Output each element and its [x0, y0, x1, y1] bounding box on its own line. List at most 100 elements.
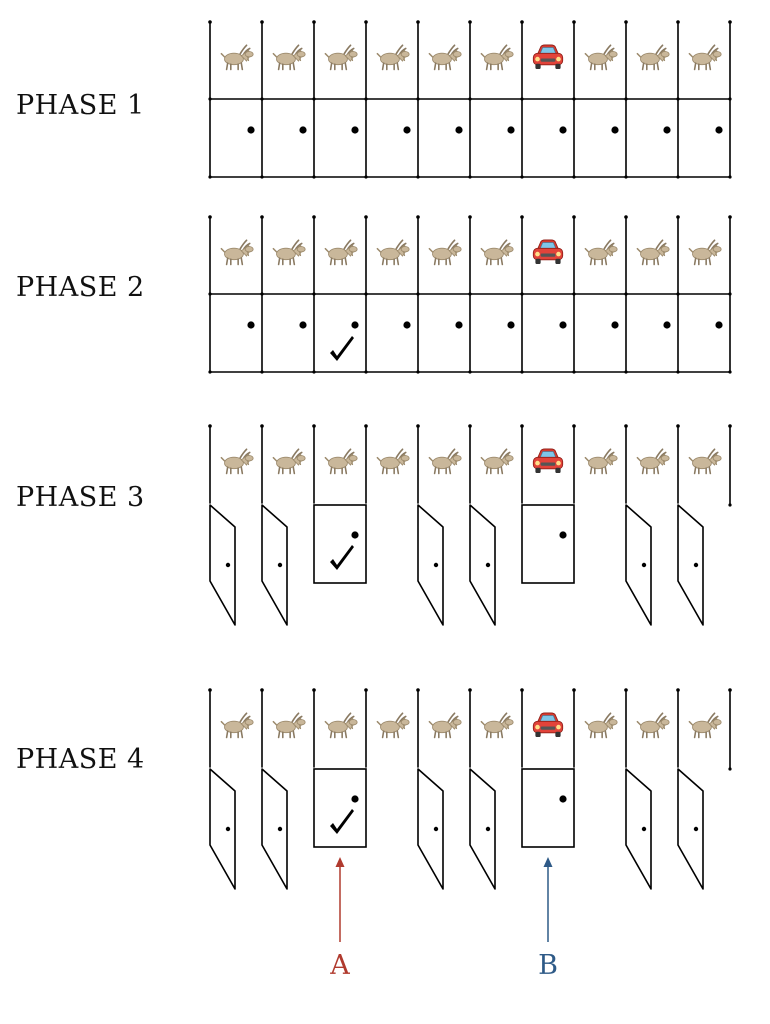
divider-dot	[260, 215, 264, 219]
door-knob-icon	[225, 562, 231, 568]
goat-icon	[584, 239, 619, 266]
door-corner	[572, 175, 576, 179]
door-knob-icon	[455, 321, 463, 329]
door-knob-icon	[559, 126, 567, 134]
door-knob-icon	[403, 126, 411, 134]
divider-dot	[312, 688, 316, 692]
door-knob-icon	[611, 126, 619, 134]
goat-icon	[220, 712, 255, 739]
phase-label: PHASE 1	[16, 90, 145, 121]
arrow-label-a: A	[330, 950, 350, 981]
door-corner	[416, 175, 420, 179]
door-corner	[728, 292, 732, 296]
door-knob-icon	[351, 126, 359, 134]
divider-dot	[364, 215, 368, 219]
closed-door	[313, 504, 367, 584]
divider-dot	[468, 215, 472, 219]
goat-icon	[584, 712, 619, 739]
door-corner	[572, 97, 576, 101]
divider-dot	[312, 215, 316, 219]
goat-icon	[480, 448, 515, 475]
goat-icon	[480, 44, 515, 71]
door-corner	[468, 292, 472, 296]
open-door	[209, 768, 236, 890]
arrow-label-b: B	[538, 950, 558, 981]
goat-icon	[272, 448, 307, 475]
door-corner	[468, 175, 472, 179]
door-corner	[364, 292, 368, 296]
goat-icon	[324, 44, 359, 71]
divider-dot	[520, 20, 524, 24]
arrow-b	[543, 857, 553, 942]
door-knob-icon	[455, 126, 463, 134]
door-corner	[312, 370, 316, 374]
door-knob-icon	[663, 321, 671, 329]
divider-dot	[416, 688, 420, 692]
open-door	[625, 768, 652, 890]
goat-icon	[688, 239, 723, 266]
goat-icon	[480, 712, 515, 739]
open-door	[261, 504, 288, 626]
arrow-head	[335, 857, 345, 867]
door-corner	[728, 97, 732, 101]
door-corner	[260, 292, 264, 296]
door-corner	[468, 370, 472, 374]
goat-icon	[376, 712, 411, 739]
phase-label: PHASE 2	[16, 272, 145, 303]
divider-dot	[416, 215, 420, 219]
divider-dot	[312, 424, 316, 428]
divider-dot	[572, 688, 576, 692]
arrow-a	[335, 857, 345, 942]
door-corner	[728, 370, 732, 374]
door-corner	[208, 97, 212, 101]
door-corner	[208, 370, 212, 374]
goat-icon	[584, 448, 619, 475]
door-knob-icon	[403, 321, 411, 329]
door-corner	[520, 292, 524, 296]
door-corner	[520, 97, 524, 101]
goat-icon	[272, 712, 307, 739]
goat-icon	[428, 712, 463, 739]
divider-dot	[364, 688, 368, 692]
closed-door	[313, 768, 367, 848]
door-knob-icon	[715, 321, 723, 329]
divider-dot	[676, 20, 680, 24]
phase-3	[208, 424, 732, 626]
door-corner	[260, 370, 264, 374]
door-corner	[676, 97, 680, 101]
divider-dot	[468, 424, 472, 428]
divider-dot	[260, 20, 264, 24]
open-door	[417, 768, 444, 890]
goat-icon	[688, 448, 723, 475]
closed-door	[521, 768, 575, 848]
phase-label: PHASE 3	[16, 482, 145, 513]
door-corner	[676, 370, 680, 374]
door-corner	[676, 292, 680, 296]
door-corner	[364, 175, 368, 179]
goat-icon	[376, 239, 411, 266]
door-knob-icon	[559, 531, 567, 539]
goat-icon	[324, 239, 359, 266]
door-corner	[260, 97, 264, 101]
door-corner	[416, 292, 420, 296]
divider-dot	[676, 688, 680, 692]
closed-door	[521, 504, 575, 584]
divider-dot	[624, 688, 628, 692]
door-knob-icon	[433, 562, 439, 568]
divider-dot	[624, 424, 628, 428]
divider-dot	[468, 688, 472, 692]
door-corner	[728, 175, 732, 179]
phase-1	[208, 20, 732, 179]
goat-icon	[636, 712, 671, 739]
goat-icon	[636, 448, 671, 475]
open-door	[625, 504, 652, 626]
door-knob-icon	[559, 795, 567, 803]
divider-dot	[624, 215, 628, 219]
goat-icon	[428, 448, 463, 475]
divider-dot	[416, 424, 420, 428]
door-knob-icon	[351, 795, 359, 803]
checkmark-icon	[330, 809, 354, 834]
open-door	[469, 768, 496, 890]
door-knob-icon	[693, 562, 699, 568]
divider-dot	[208, 215, 212, 219]
